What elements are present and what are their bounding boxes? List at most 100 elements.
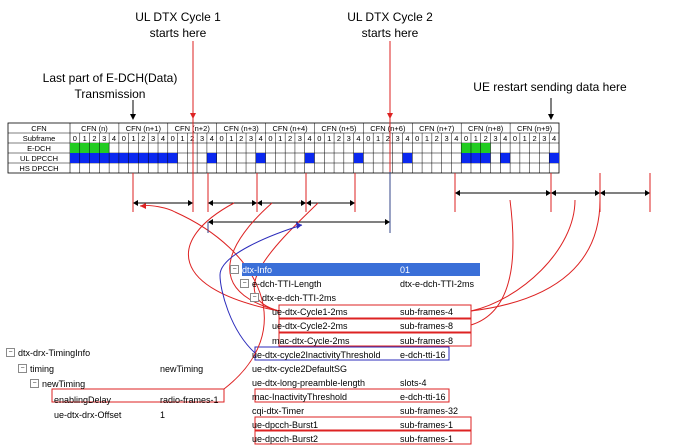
node-name: timing [30, 363, 55, 374]
cfn-label: CFN (n+6) [370, 124, 406, 133]
expand-collapse-icon[interactable]: − [6, 348, 15, 357]
subframe-number: 4 [259, 134, 263, 143]
uldpcch-active-cell [206, 153, 217, 163]
cfn-label: CFN (n+8) [468, 124, 504, 133]
subframe-number: 3 [200, 134, 204, 143]
link-inactivity-threshold-head [296, 222, 302, 229]
highlight-cycle1 [278, 304, 472, 319]
uldpcch-active-cell [158, 153, 168, 163]
dtx-info-node[interactable]: ue-dtx-cycle2DefaultSG [228, 362, 480, 375]
expand-collapse-icon[interactable]: − [30, 379, 39, 388]
highlight-burst2 [254, 430, 472, 445]
arrow-cycle1-b-head-right [301, 200, 306, 206]
subframe-number: 4 [552, 134, 556, 143]
edch-active-cell [461, 143, 471, 153]
subframe-number: 1 [278, 134, 282, 143]
node-value: 1 [160, 410, 166, 420]
subframe-number: 3 [396, 134, 400, 143]
uldpcch-active-cell [70, 153, 80, 163]
node-value: sub-frames-4 [400, 307, 454, 318]
ul-dtx-cycle2-arrowhead [387, 113, 393, 119]
uldpcch-active-cell [353, 153, 364, 163]
subframe-number: 0 [220, 134, 224, 143]
subframe-number: 0 [464, 134, 468, 143]
subframe-number: 0 [317, 134, 321, 143]
uldpcch-active-cell [304, 153, 315, 163]
subframe-number: 3 [298, 134, 302, 143]
cfn-label: CFN (n+2) [175, 124, 211, 133]
dtx-info-node[interactable]: ue-dtx-long-preamble-length slots-4 [228, 376, 480, 389]
row-label: Subframe [23, 134, 56, 143]
arrow-cycle1-d-head-left [551, 190, 556, 196]
annotation-line: Transmission [74, 87, 146, 101]
node-name: dtx-drx-TimingInfo [18, 348, 91, 358]
arrow-cycle1-c-head-left [306, 200, 311, 206]
ul-dtx-cycle1-arrowhead [190, 113, 196, 119]
subframe-number: 4 [308, 134, 312, 143]
node-name: enablingDelay [54, 394, 112, 405]
arrow-cycle2-restart-head-left [455, 190, 460, 196]
edch-active-cell [89, 143, 100, 153]
arrow-inactivity-threshold-head-left [208, 219, 213, 225]
cfn-label: CFN (n+4) [272, 124, 308, 133]
subframe-number: 1 [131, 134, 135, 143]
node-name: ue-dtx-cycle2InactivityThreshold [252, 349, 381, 360]
node-name: ue-dtx-cycle2DefaultSG [252, 363, 348, 374]
link-cycle1-left [187, 202, 280, 312]
node-name: mac-InactivityThreshold [252, 391, 348, 402]
link-inactivity-threshold [219, 224, 303, 354]
expand-collapse-icon[interactable]: − [240, 279, 249, 289]
dtx-info-node[interactable]: −dtx-e-dch-TTI-2ms [228, 291, 480, 304]
subframe-number: 0 [122, 134, 126, 143]
timing-info-node[interactable]: −newTiming [4, 377, 234, 390]
annotation-ue-restart: UE restart sending data here [455, 79, 645, 95]
node-value: sub-frames-8 [400, 335, 454, 346]
subframe-number: 4 [405, 134, 409, 143]
node-name: ue-dtx-long-preamble-length [252, 377, 366, 388]
last-part-arrowhead [130, 114, 136, 120]
dtx-info-node[interactable]: ue-dtx-Cycle2-2ms sub-frames-8 [228, 319, 480, 332]
subframe-number: 1 [83, 134, 87, 143]
uldpcch-active-cell [402, 153, 413, 163]
node-name: dtx-Info [242, 265, 273, 275]
annotation-line: UL DTX Cycle 2 [347, 10, 433, 24]
timing-info-node[interactable]: −dtx-drx-TimingInfo [4, 346, 234, 359]
uldpcch-active-cell [128, 153, 139, 163]
highlight-mac-cycle [278, 332, 472, 347]
annotation-line: UL DTX Cycle 1 [135, 10, 221, 24]
subframe-number: 1 [376, 134, 380, 143]
uldpcch-active-cell [99, 153, 110, 163]
row-label: UL DPCCH [20, 154, 58, 163]
expand-collapse-icon[interactable]: − [230, 265, 239, 274]
uldpcch-active-cell [470, 153, 481, 163]
edch-active-cell [70, 143, 80, 153]
subframe-number: 0 [415, 134, 419, 143]
node-value: sub-frames-8 [400, 321, 454, 332]
arrow-enabling-delay-head-left [133, 200, 138, 206]
uldpcch-active-cell [109, 153, 119, 163]
subframe-number: 3 [444, 134, 448, 143]
node-value: slots-4 [400, 377, 427, 388]
expand-collapse-icon[interactable]: − [250, 293, 259, 303]
cfn-label: CFN (n) [81, 124, 108, 133]
expand-collapse-icon[interactable]: − [18, 363, 27, 373]
node-name: ue-dtx-Cycle2-2ms [272, 321, 348, 332]
arrow-inactivity-threshold-head-right [385, 219, 390, 225]
subframe-number: 4 [454, 134, 458, 143]
uldpcch-active-cell [500, 153, 511, 163]
subframe-number: 0 [73, 134, 77, 143]
